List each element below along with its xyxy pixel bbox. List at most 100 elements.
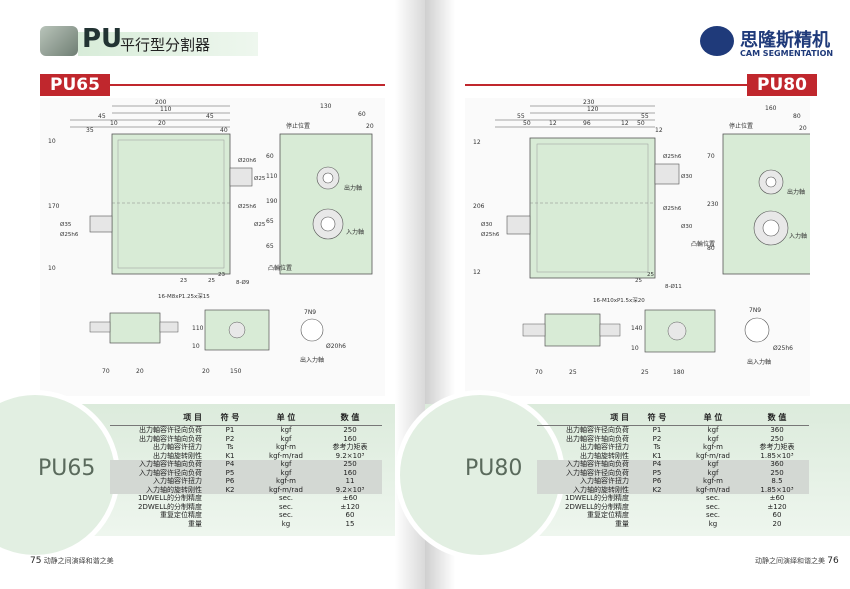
table-cell-sym: P5: [206, 468, 254, 477]
table-cell-item: 出力軸容许扭力: [580, 443, 629, 451]
col-header: 项 目: [110, 410, 206, 426]
dim-text: 110: [192, 325, 204, 332]
left-page: PU 平行型分割器 PU65: [0, 24, 425, 566]
table-cell-unit: kgf-m: [681, 477, 745, 486]
table-cell-unit: sec.: [705, 494, 721, 502]
series-title: PU: [82, 24, 123, 54]
table-cell-item: 入力轴容许扭力: [110, 477, 206, 486]
table-cell-val: ±60: [342, 494, 358, 502]
col-header: 数 值: [318, 410, 382, 426]
dim-text: 16-M10xP1.5x深20: [593, 296, 645, 304]
right-page: 思隆斯精机 CAM SEGMENTATION PU80: [395, 0, 850, 589]
product-logo-icon: [40, 26, 78, 56]
table-cell-val: ±120: [340, 502, 360, 511]
brand-mark-icon: [700, 26, 734, 56]
page-footer: 75 动静之间演绎和谐之美: [30, 556, 114, 566]
dim-text: 230: [583, 99, 595, 106]
footer-slogan: 动静之间演绎和谐之美: [755, 557, 825, 565]
dim-text: 12: [621, 120, 629, 127]
dim-text: 25: [635, 278, 642, 284]
table-cell-item: 入力轴的旋转刚性: [537, 485, 633, 494]
table-cell-unit: sec.: [278, 494, 294, 502]
table-cell-sym: P1: [652, 426, 662, 434]
table-cell-sym: P4: [633, 460, 681, 469]
dim-text: Ø25h6: [773, 345, 793, 352]
dim-text: 10: [631, 345, 639, 352]
input-shaft: [506, 215, 531, 235]
table-cell-val: ±120: [767, 502, 787, 511]
bottom-view-left: [109, 312, 161, 344]
table-cell-item: 出力軸容许轴向负荷: [566, 434, 629, 443]
col-header: 符 号: [633, 410, 681, 426]
table-cell-unit: kgf-m: [254, 477, 318, 486]
label-output-shaft: 出力軸: [344, 184, 362, 192]
dim-text: 20: [202, 368, 210, 375]
table-cell-sym: K1: [652, 451, 662, 460]
dim-text: Ø30: [681, 223, 693, 230]
table-cell-unit: kg: [708, 519, 718, 528]
table-cell-sym: [633, 511, 681, 520]
table-cell-val: ±60: [769, 494, 785, 502]
model-rule: [40, 84, 385, 86]
table-cell-unit: kgf-m: [703, 443, 723, 451]
table-cell-val: 参考力矩表: [759, 443, 795, 451]
dim-text: Ø25h6: [663, 153, 682, 160]
keyway-detail: [300, 318, 324, 342]
table-cell-unit: kgf: [280, 434, 292, 443]
table-cell-unit: kgf: [707, 426, 719, 434]
table-cell-sym: P6: [633, 477, 681, 486]
table-cell-sym: P4: [206, 460, 254, 469]
dim-text: Ø25: [254, 175, 266, 182]
table-cell-unit: kgf: [681, 468, 745, 477]
table-cell-val: 60: [345, 511, 355, 519]
front-view-body: [111, 133, 231, 275]
table-cell-val: 250: [770, 434, 784, 443]
dim-text: 96: [583, 120, 591, 127]
table-cell-sym: [206, 503, 254, 512]
table-cell-sym: K2: [633, 485, 681, 494]
side-view-body: [279, 133, 373, 275]
table-cell-sym: [633, 494, 681, 503]
dim-text: 120: [587, 106, 599, 113]
table-cell-val: 60: [772, 511, 782, 519]
label-stop-position: 停止位置: [729, 122, 753, 130]
table-cell-unit: sec.: [705, 511, 721, 519]
table-cell-val: 8.5: [745, 477, 809, 486]
dim-text: 80: [707, 245, 715, 252]
drawing-area: 230 120 55 50 12 96 12 50 55 12 160 80 2…: [465, 98, 816, 396]
table-cell-val: 参考力矩表: [332, 443, 368, 451]
dim-text: 20: [799, 125, 807, 132]
brand-name-en: CAM SEGMENTATION: [740, 49, 834, 58]
table-cell-item: 出力軸容许扭力: [153, 443, 202, 451]
dim-text: Ø20h6: [326, 343, 346, 350]
table-cell-val: 250: [343, 426, 357, 434]
dim-text: 70: [102, 368, 110, 375]
dim-text: 10: [110, 120, 118, 127]
table-cell-val: 9.2×10³: [318, 485, 382, 494]
dim-text: 65: [266, 243, 274, 250]
dim-text: Ø25h6: [60, 231, 79, 238]
dim-text: 150: [230, 368, 242, 375]
dim-text: 50: [523, 120, 531, 127]
dim-text: 25: [647, 272, 654, 278]
side-view-body: [722, 133, 816, 275]
dim-text: 140: [631, 325, 643, 332]
dim-text: 50: [637, 120, 645, 127]
dim-text: Ø25h6: [481, 231, 500, 238]
table-cell-item: 入力轴容许径向负荷: [537, 468, 633, 477]
table-cell-unit: kgf-m/rad: [269, 451, 303, 460]
table-cell-val: 360: [745, 460, 809, 469]
dim-text: 110: [160, 106, 172, 113]
